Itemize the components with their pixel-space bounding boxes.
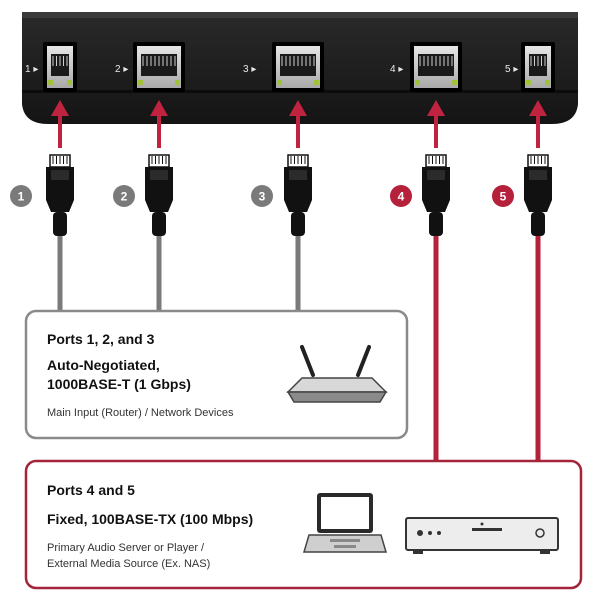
port-led-left [48, 80, 53, 85]
ports-4-5-description-line1: Primary Audio Server or Player / [47, 542, 205, 554]
port-label-5: 5 ▸ [505, 64, 518, 75]
port-led-right [175, 80, 180, 85]
badge-number-5: 5 [500, 190, 507, 204]
port-led-right [452, 80, 457, 85]
ports-4-5-title: Ports 4 and 5 [47, 482, 135, 498]
badge-1: 1 [10, 185, 32, 207]
ports-1-2-3-mode: Auto-Negotiated, [47, 357, 160, 373]
rj45-connector-2 [145, 154, 173, 236]
badge-3: 3 [251, 185, 273, 207]
port-led-left [277, 80, 282, 85]
badge-number-2: 2 [121, 190, 128, 204]
port-led-right [67, 80, 72, 85]
port-2 [133, 42, 185, 92]
rj45-connector-3 [284, 154, 312, 236]
arrow-5 [529, 100, 547, 148]
router-icon [286, 345, 388, 403]
port-led-left [415, 80, 420, 85]
arrow-1 [51, 100, 69, 148]
port-label-4: 4 ▸ [390, 64, 403, 75]
rj45-connector-5 [524, 154, 552, 236]
ports-4-5-speed: Fixed, 100BASE-TX (100 Mbps) [47, 511, 253, 527]
ports-1-2-3-info-box: Ports 1, 2, and 3 Auto-Negotiated, 1000B… [24, 309, 409, 440]
switch-ports: 1 ▸ 2 ▸ 3 ▸ 4 ▸ 5 ▸ [25, 42, 555, 92]
port-4 [410, 42, 462, 92]
laptop-icon [302, 493, 388, 553]
arrow-3 [289, 100, 307, 148]
port-led-right [545, 80, 550, 85]
ports-1-2-3-title: Ports 1, 2, and 3 [47, 331, 155, 347]
port-led-right [314, 80, 319, 85]
badge-4: 4 [390, 185, 412, 207]
rj45-connector-4 [422, 154, 450, 236]
port-label-1: 1 ▸ [25, 64, 38, 75]
port-label-2: 2 ▸ [115, 64, 128, 75]
audio-player-icon [405, 517, 559, 554]
ports-1-2-3-speed: 1000BASE-T (1 Gbps) [47, 376, 191, 392]
badge-number-3: 3 [259, 190, 266, 204]
badge-number-1: 1 [18, 190, 25, 204]
ports-1-2-3-description: Main Input (Router) / Network Devices [47, 407, 234, 419]
ports-4-5-description-line2: External Media Source (Ex. NAS) [47, 558, 210, 570]
arrow-2 [150, 100, 168, 148]
badge-number-4: 4 [398, 190, 405, 204]
badge-5: 5 [492, 185, 514, 207]
ports-4-5-info-box: Ports 4 and 5 Fixed, 100BASE-TX (100 Mbp… [24, 459, 583, 590]
badge-2: 2 [113, 185, 135, 207]
port-led-left [526, 80, 531, 85]
port-3 [272, 42, 324, 92]
port-led-left [138, 80, 143, 85]
port-1 [43, 42, 77, 92]
rj45-connector-1 [46, 154, 74, 236]
port-label-3: 3 ▸ [243, 64, 256, 75]
arrow-4 [427, 100, 445, 148]
cables: 1 2 3 4 5 [10, 100, 552, 461]
port-5 [521, 42, 555, 92]
